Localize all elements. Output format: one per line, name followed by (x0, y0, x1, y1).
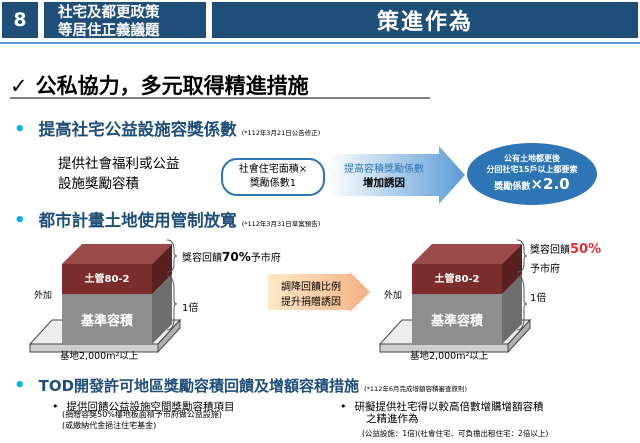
right-brackets (516, 239, 528, 331)
section-3-left-sub-1: (捐贈容獎50%樓地板面積予市府做公益設施) (62, 410, 223, 419)
right-ratio: 1倍 (530, 293, 547, 304)
right-top-block-label: 土管80-2 (434, 274, 480, 285)
right-callout: 獎容回饋50% (530, 241, 601, 257)
result-factor-value: ×2.0 (530, 175, 570, 193)
section-2-note: (*112年3月31日草案預告) (241, 220, 321, 228)
result-line-2: 分回社宅15戶以上都要索 (486, 165, 578, 174)
section-3-right-sub: (公益設施：1倍)(社會住宅、可負擔出租住宅：2倍以上) (362, 429, 549, 438)
topic-line-2: 等居住正義議題 (58, 23, 160, 39)
right-callout-value: 50% (570, 242, 602, 257)
main-heading-underline (10, 97, 430, 99)
page-title: 策進作為 (210, 0, 640, 40)
left-outside-label: 外加 (34, 291, 53, 301)
section-1-arrow-text: 提高容積獎勵係數 增加誘因 (332, 160, 436, 190)
topic-line-1: 社宅及都更政策 (58, 5, 160, 21)
left-ratio: 1倍 (182, 303, 199, 314)
section-3-note: (*112年6月完成增額容積審查原則) (364, 385, 468, 393)
section-3-right-text-2: 之精進作為 (366, 413, 419, 425)
section-3-heading: • TOD開發許可地區獎勵容積回饋及增額容積措施 (*112年6月完成增額容積審… (14, 375, 467, 396)
left-base-block-label: 基準容積 (80, 314, 133, 329)
middle-arrow-text: 調降回饋比例 提升捐贈誘因 (270, 278, 352, 308)
section-3-right-item: • 研擬提供社宅得以較高倍數增購增額容積 (340, 395, 544, 414)
middle-arrow (268, 272, 370, 312)
check-icon: ✓ (10, 74, 28, 98)
middle-arrow-line-1: 調降回饋比例 (281, 282, 341, 293)
section-1-heading: • 提高社宅公益設施容獎係數 (*112年3月21日公告修正) (14, 116, 320, 140)
bullet-icon: • (14, 375, 26, 396)
section-1-left-line-2: 設施獎勵容積 (58, 176, 139, 192)
section-2-heading: • 都市計畫土地使用管制放寬 (*112年3月31日草案預告) (14, 207, 320, 231)
result-line-1: 公有土地都更後 (504, 154, 560, 163)
topic-label: 社宅及都更政策 等居住正義議題 (42, 0, 208, 40)
section-1-arrow (327, 146, 465, 204)
left-callout: 獎容回饋70%予市府 (182, 249, 281, 264)
main-heading-text: 公私協力，多元取得精進措施 (35, 74, 309, 98)
left-brackets (166, 239, 178, 331)
right-callout-prefix: 獎容回饋 (530, 245, 570, 256)
bullet-icon: • (14, 119, 26, 140)
left-site-label: 基地2,000m²以上 (60, 351, 139, 362)
right-outside-label: 外加 (384, 291, 403, 301)
main-heading: ✓ 公私協力，多元取得精進措施 (10, 70, 309, 100)
section-1-note: (*112年3月21日公告修正) (241, 129, 321, 137)
middle-arrow-line-2: 提升捐贈誘因 (281, 297, 341, 308)
section-2-title: 都市計畫土地使用管制放寬 (38, 211, 237, 230)
result-ellipse: 公有土地都更後 分回社宅15戶以上都要索 獎勵係數×2.0 (467, 143, 597, 205)
section-3-title: TOD開發許可地區獎勵容積回饋及增額容積措施 (38, 377, 360, 395)
formula-pill-line-2: 獎勵係數1 (249, 178, 297, 189)
right-base-block-label: 基準容積 (430, 314, 483, 329)
section-1-arrow-line-1: 提高容積獎勵係數 (344, 164, 424, 175)
section-3-left-sub-2: (或繳納代金挹注住宅基金) (62, 421, 157, 430)
left-callout-value: 70% (222, 250, 251, 264)
left-top-block-label: 土管80-2 (84, 274, 130, 285)
header-divider (0, 42, 640, 44)
section-1-left-line-1: 提供社會福利或公益 (58, 156, 180, 172)
left-building-diagram (28, 244, 182, 354)
list-bullet-icon: • (52, 400, 59, 413)
left-callout-prefix: 獎容回饋 (182, 253, 222, 264)
section-3-right-text-1: 研擬提供社宅得以較高倍數增購增額容積 (354, 401, 544, 413)
right-building-diagram (378, 244, 532, 354)
bullet-icon: • (14, 210, 26, 231)
list-bullet-icon: • (340, 400, 347, 413)
left-callout-suffix: 予市府 (250, 253, 281, 264)
section-1-left-text: 提供社會福利或公益 設施獎勵容積 (58, 152, 180, 192)
section-3-left-text: 提供回饋公益設施空間獎勵容積項目 (66, 401, 235, 413)
section-3-left-item: • 提供回饋公益設施空間獎勵容積項目 (52, 395, 235, 414)
right-callout-suffix: 予市府 (530, 264, 560, 275)
formula-pill: 社會住宅面積× 獎勵係數1 (221, 158, 325, 196)
formula-pill-line-1: 社會住宅面積× (238, 164, 308, 175)
section-number: 8 (0, 0, 40, 40)
section-1-arrow-line-2: 增加誘因 (363, 177, 405, 189)
right-site-label: 基地2,000m²以上 (410, 351, 489, 362)
result-factor-label: 獎勵係數 (494, 182, 531, 192)
result-line-3: 獎勵係數×2.0 (467, 175, 597, 196)
section-1-title: 提高社宅公益設施容獎係數 (38, 120, 237, 139)
